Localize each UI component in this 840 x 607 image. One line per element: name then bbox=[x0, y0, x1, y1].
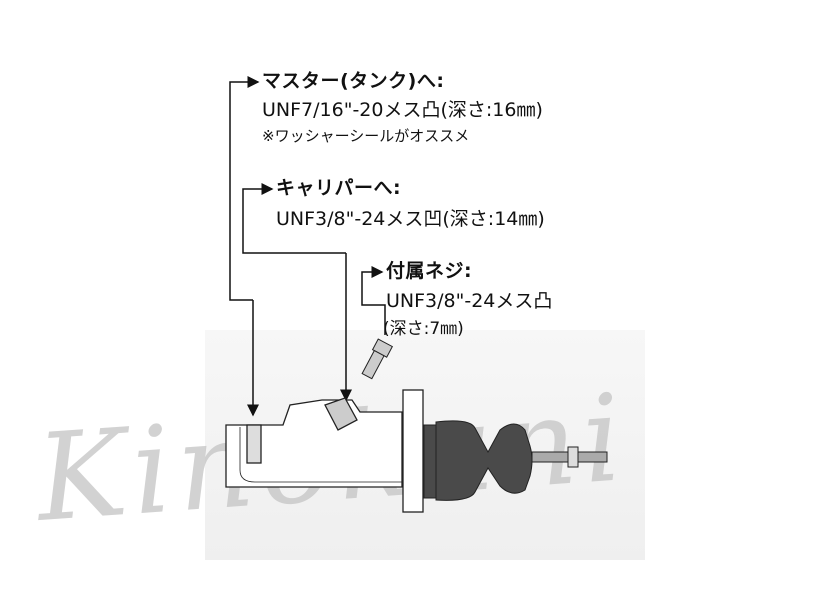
callout-master-spec: UNF7/16"-20メス凸(深さ:16㎜) bbox=[262, 99, 543, 121]
master-port bbox=[246, 424, 262, 464]
supplied-screw bbox=[361, 338, 394, 380]
callout-caliper-spec: UNF3/8"-24メス凹(深さ:14㎜) bbox=[276, 208, 545, 230]
callout-master-title: マスター(タンク)へ: bbox=[262, 70, 445, 92]
leader-line-master bbox=[229, 76, 260, 301]
pushrod bbox=[531, 446, 608, 468]
rubber-boot bbox=[423, 420, 533, 501]
callout-screw-spec: UNF3/8"-24メス凸 bbox=[386, 290, 553, 312]
callout-screw-title: 付属ネジ: bbox=[386, 260, 473, 282]
cylinder-body bbox=[225, 397, 403, 488]
leader-line-screw bbox=[361, 266, 386, 335]
callout-caliper-title: キャリパーへ: bbox=[276, 177, 402, 199]
mounting-flange bbox=[402, 389, 424, 513]
leader-line-caliper bbox=[242, 183, 346, 254]
caliper-port bbox=[324, 397, 358, 431]
callout-master-note: ※ワッシャーシールがオススメ bbox=[262, 127, 470, 145]
callout-screw-depth: (深さ:7㎜) bbox=[383, 319, 464, 339]
